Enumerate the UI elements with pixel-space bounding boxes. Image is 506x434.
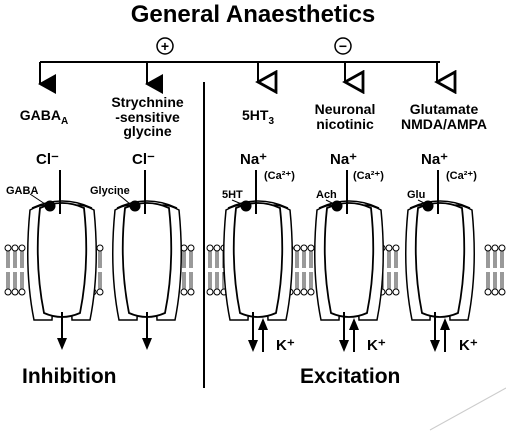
ligand-icon (129, 200, 141, 212)
ion-extra-5ht3: (Ca²⁺) (264, 170, 295, 182)
down-arrow-icon (142, 338, 152, 350)
ligand-icon (422, 200, 434, 212)
channel-gaba (27, 170, 97, 350)
ligand-icon (331, 200, 343, 212)
receptor-label-glutamate: Glutamate NMDA/AMPA (400, 101, 488, 132)
ligand-label-gaba: GABA (6, 185, 39, 197)
channel-5ht3 (223, 170, 293, 352)
receptor-label-5ht3: 5HT3 (241, 107, 274, 127)
channel-glutamate (405, 170, 475, 352)
ligand-icon (240, 200, 252, 212)
negative-sign-icon: − (334, 37, 352, 55)
ion-label-gaba: Cl⁻ (36, 151, 59, 168)
diagram-title: General Anaesthetics (130, 1, 376, 28)
svg-text:+: + (161, 38, 169, 54)
outcome-inhibition: Inhibition (22, 365, 117, 388)
counter-ion-nicotinic: K⁺ (367, 337, 386, 354)
top-connector (38, 61, 440, 94)
svg-text:−: − (339, 38, 347, 54)
channels-group (27, 170, 506, 431)
ligand-label-5ht3: 5HT (222, 189, 243, 201)
receptor-label-nicotinic: Neuronal nicotinic (314, 101, 376, 132)
down-arrow-icon (57, 338, 67, 350)
counter-ion-glutamate: K⁺ (459, 337, 478, 354)
ligand-icon (44, 200, 56, 212)
ion-label-nicotinic: Na⁺ (330, 151, 358, 168)
ion-label-glutamate: Na⁺ (421, 151, 449, 168)
outcome-excitation: Excitation (300, 365, 401, 388)
down-arrow-icon (430, 340, 440, 352)
up-arrow-icon (258, 318, 268, 330)
ion-label-glycine: Cl⁻ (132, 151, 155, 168)
ion-extra-glutamate: (Ca²⁺) (446, 170, 477, 182)
counter-ion-5ht3: K⁺ (276, 337, 295, 354)
channel-nicotinic (314, 170, 384, 352)
channel-glycine (112, 170, 182, 350)
corner-mark (429, 387, 506, 431)
ion-label-5ht3: Na⁺ (240, 151, 268, 168)
up-arrow-icon (440, 318, 450, 330)
ligand-label-glycine: Glycine (90, 185, 130, 197)
receptor-label-gaba: GABAA (19, 107, 69, 127)
ligand-label-glutamate: Glu (407, 189, 426, 201)
up-arrow-icon (349, 318, 359, 330)
receptor-label-glycine: Strychnine -sensitive glycine (111, 94, 184, 140)
ion-extra-nicotinic: (Ca²⁺) (353, 170, 384, 182)
down-arrow-icon (248, 340, 258, 352)
down-arrow-icon (339, 340, 349, 352)
ligand-label-nicotinic: Ach (316, 189, 337, 201)
positive-sign-icon: + (156, 37, 174, 55)
